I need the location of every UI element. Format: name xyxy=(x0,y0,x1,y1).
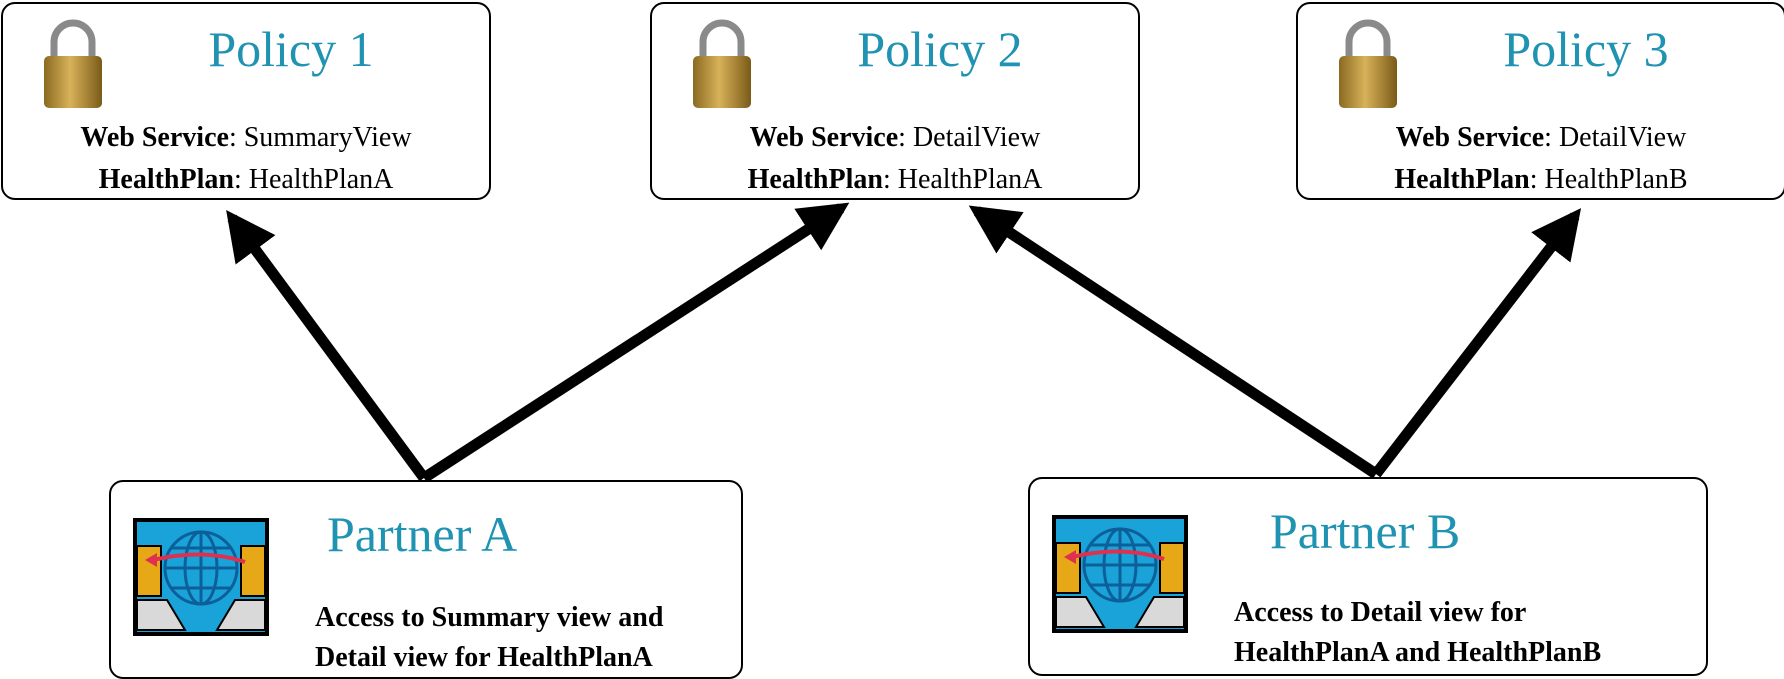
health-plan-label: HealthPlan xyxy=(1394,164,1530,195)
arrow-partner-b-to-policy-2 xyxy=(968,205,1380,479)
arrow-partner-b-to-policy-3 xyxy=(1371,208,1582,478)
partner-title: Partner B xyxy=(1270,503,1461,559)
description-line-1: Access to Summary view and xyxy=(315,602,664,633)
health-plan-label: HealthPlan xyxy=(747,164,883,195)
partner-b-box: Partner B Access to Detail view for Heal… xyxy=(1028,477,1708,676)
web-service-label: Web Service xyxy=(80,122,229,153)
web-service-label: Web Service xyxy=(1395,122,1545,153)
policy-title: Policy 3 xyxy=(1503,21,1669,77)
description-line-1: Access to Detail view for xyxy=(1234,597,1527,628)
arrow-partner-a-to-policy-2 xyxy=(421,202,850,483)
health-plan-value: : HealthPlanB xyxy=(1529,164,1688,195)
policy-2-box: Policy 2 Web Service: DetailView HealthP… xyxy=(650,2,1140,200)
web-service-line: Web Service: SummaryView xyxy=(3,124,489,152)
network-computers-icon xyxy=(1052,515,1188,633)
health-plan-value: : HealthPlanA xyxy=(233,164,394,195)
web-service-line: Web Service: DetailView xyxy=(1298,124,1784,152)
description-line-2: Detail view for HealthPlanA xyxy=(315,642,653,673)
web-service-value: : SummaryView xyxy=(228,122,412,153)
partner-a-box: Partner A Access to Summary view and Det… xyxy=(109,480,743,679)
padlock-icon xyxy=(1339,19,1397,108)
partner-description: Access to Summary view and Detail view f… xyxy=(315,598,663,678)
health-plan-line: HealthPlan: HealthPlanA xyxy=(3,166,489,194)
policy-3-box: Policy 3 Web Service: DetailView HealthP… xyxy=(1296,2,1784,200)
health-plan-line: HealthPlan: HealthPlanB xyxy=(1298,166,1784,194)
partner-title: Partner A xyxy=(327,506,518,562)
health-plan-line: HealthPlan: HealthPlanA xyxy=(652,166,1138,194)
padlock-icon xyxy=(693,19,751,108)
web-service-value: : DetailView xyxy=(1544,122,1687,153)
padlock-icon xyxy=(44,19,102,108)
policy-title: Policy 2 xyxy=(857,21,1023,77)
web-service-value: : DetailView xyxy=(898,122,1041,153)
health-plan-value: : HealthPlanA xyxy=(882,164,1043,195)
policy-1-box: Policy 1 Web Service: SummaryView Health… xyxy=(1,2,491,200)
health-plan-label: HealthPlan xyxy=(98,164,234,195)
web-service-line: Web Service: DetailView xyxy=(652,124,1138,152)
policy-title: Policy 1 xyxy=(208,21,374,77)
web-service-label: Web Service xyxy=(749,122,899,153)
partner-description: Access to Detail view for HealthPlanA an… xyxy=(1234,593,1601,673)
network-computers-icon xyxy=(133,518,269,636)
arrow-partner-a-to-policy-1 xyxy=(226,210,429,482)
description-line-2: HealthPlanA and HealthPlanB xyxy=(1234,637,1602,668)
